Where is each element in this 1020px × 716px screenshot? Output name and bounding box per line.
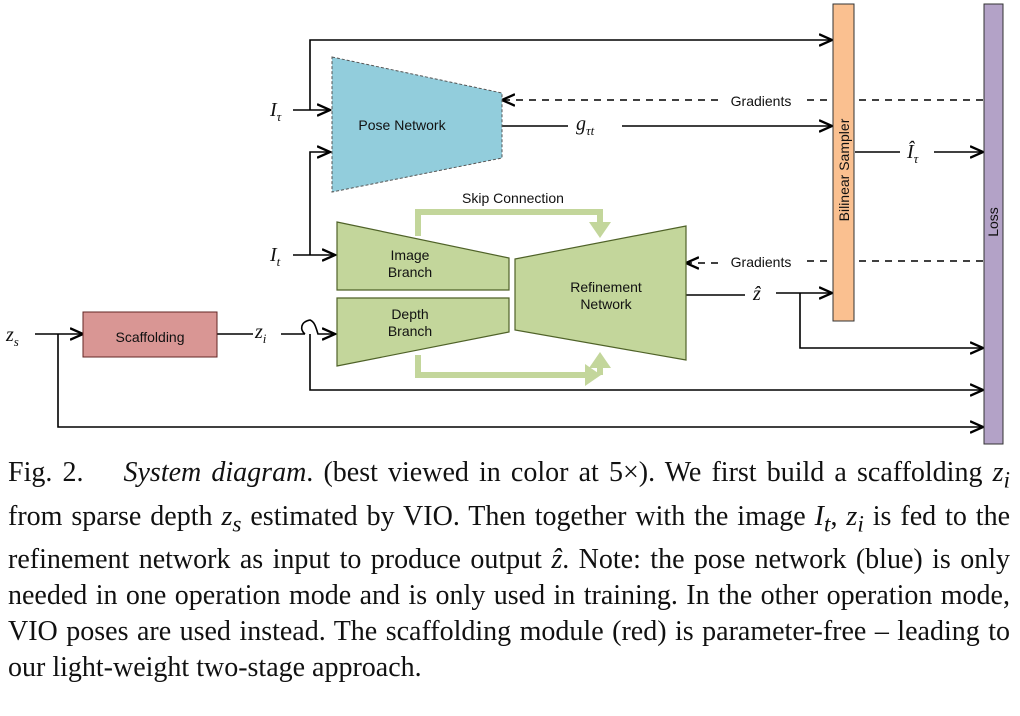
gradients-top-bg [720,92,802,110]
gradients-bottom-bg [720,253,802,271]
bilinear-sampler-block [832,3,855,322]
depth-branch-block [336,297,510,367]
math-z-s: zs [5,324,19,349]
figure-title: System diagram [123,457,307,488]
edge-zhat-to-loss [799,293,983,348]
refinement-network-label-1: Refinement [570,279,642,295]
loss-label: Loss [985,207,1001,237]
edge-zi-to-depth-branch [300,319,335,334]
refinement-network-block [514,225,687,361]
edge-zi-to-loss [309,334,983,390]
math-i-tau: Iτ [269,99,283,124]
math-g-taut: gτt [576,113,595,138]
skip-connection-top-head [589,222,611,238]
image-branch-label-2: Branch [388,264,432,280]
edge-itau-to-sampler [309,40,832,110]
edge-it-to-pose [309,152,330,255]
pose-network-block [331,56,503,193]
scaffolding-label: Scaffolding [115,329,184,345]
image-branch-block [336,221,510,291]
gradients-bottom-label: Gradients [731,254,792,270]
scaffolding-block [82,311,218,358]
skip-connection-bottom-arrow [415,355,590,378]
figure-number: Fig. 2. [8,457,84,488]
figure-caption: Fig. 2. System diagram. (best viewed in c… [8,455,1010,686]
math-z-i: zi [254,321,267,346]
refinement-network-label-2: Network [580,296,632,312]
caption-text: . (best viewed in color at 5×). We first… [8,457,1010,684]
edge-zs-to-loss [57,334,983,427]
math-z-hat: ẑ [752,283,761,305]
depth-branch-label-1: Depth [391,306,428,322]
skip-connection-bottom-up-head [589,352,611,368]
skip-connection-bottom-head [585,364,601,386]
skip-connection-top-arrow [415,209,603,236]
gradients-top-label: Gradients [731,93,792,109]
loss-block [983,3,1004,445]
depth-branch-label-2: Branch [388,323,432,339]
math-i-hat-tau: Îτ [906,140,920,166]
skip-connection-label: Skip Connection [462,190,564,206]
pose-network-label: Pose Network [358,117,446,133]
system-diagram: Pose Network Image Branch Depth Branch R… [5,3,1004,445]
math-i-t: It [269,244,281,269]
bilinear-sampler-label: Bilinear Sampler [836,118,852,221]
image-branch-label-1: Image [391,247,430,263]
